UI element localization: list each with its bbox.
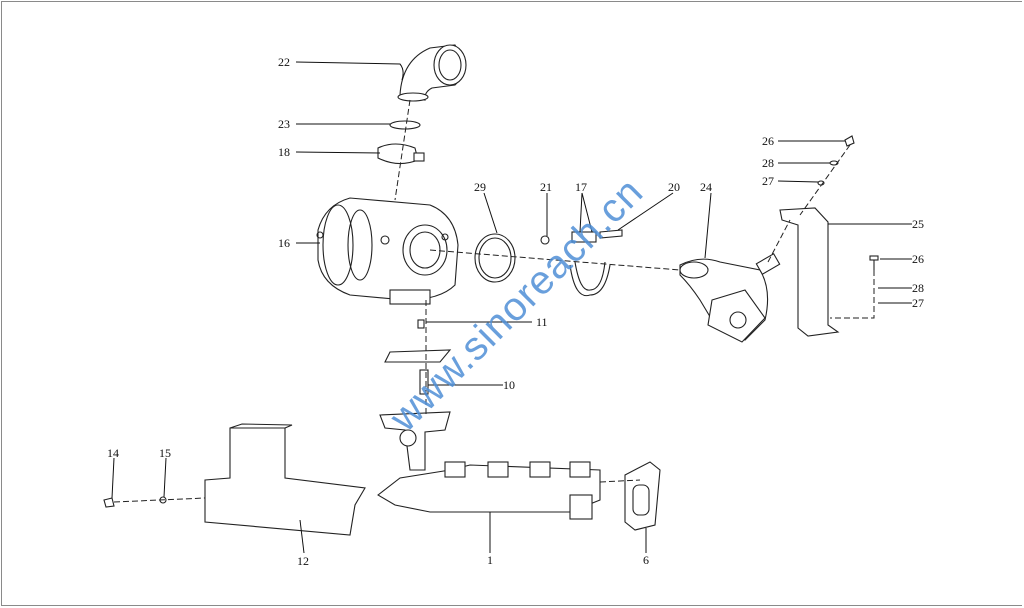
part-1-exhaust-manifold [377,411,601,520]
callout-18: 18 [278,145,290,159]
part-24-outlet-elbow [679,253,781,343]
callout-16: 16 [278,236,290,250]
part-12-heat-shield [204,423,366,536]
callout-11: 11 [536,315,548,329]
callout-24: 24 [700,180,712,194]
part-6-gasket [624,461,661,531]
callout-27-lower: 27 [912,296,924,310]
callout-12: 12 [297,554,309,568]
part-22-elbow-pipe [397,44,467,102]
assembly-lines [113,99,875,503]
part-20-bolt [599,229,623,239]
part-11-pin [417,319,425,329]
part-25-bracket [779,207,840,337]
callout-23: 23 [278,117,290,131]
part-21-nut [540,235,550,245]
callout-21: 21 [540,180,552,194]
callout-28-lower: 28 [912,281,924,295]
leader-lines [111,61,912,554]
part-16-turbocharger [316,197,459,305]
callout-26-lower: 26 [912,252,924,266]
part-14-bolt [103,497,115,508]
callout-22: 22 [278,55,290,69]
callout-17: 17 [575,180,587,194]
part-17-v-band-clamp [569,231,611,297]
part-18-clamp [377,143,425,165]
callout-14: 14 [107,446,119,460]
part-23-gasket [389,120,421,130]
callout-10: 10 [503,378,515,392]
callout-1: 1 [487,553,493,567]
callout-28-upper: 28 [762,156,774,170]
callout-25: 25 [912,217,924,231]
part-10-stud [419,369,429,395]
callout-27-upper: 27 [762,174,774,188]
callout-29: 29 [474,180,486,194]
callout-labels: 22 23 18 16 29 21 17 20 24 26 28 27 25 2… [107,55,924,568]
callout-15: 15 [159,446,171,460]
callout-6: 6 [643,553,649,567]
turbo-gasket [384,349,452,363]
callout-20: 20 [668,180,680,194]
part-29-seal-ring [474,233,516,283]
callout-26-upper: 26 [762,134,774,148]
